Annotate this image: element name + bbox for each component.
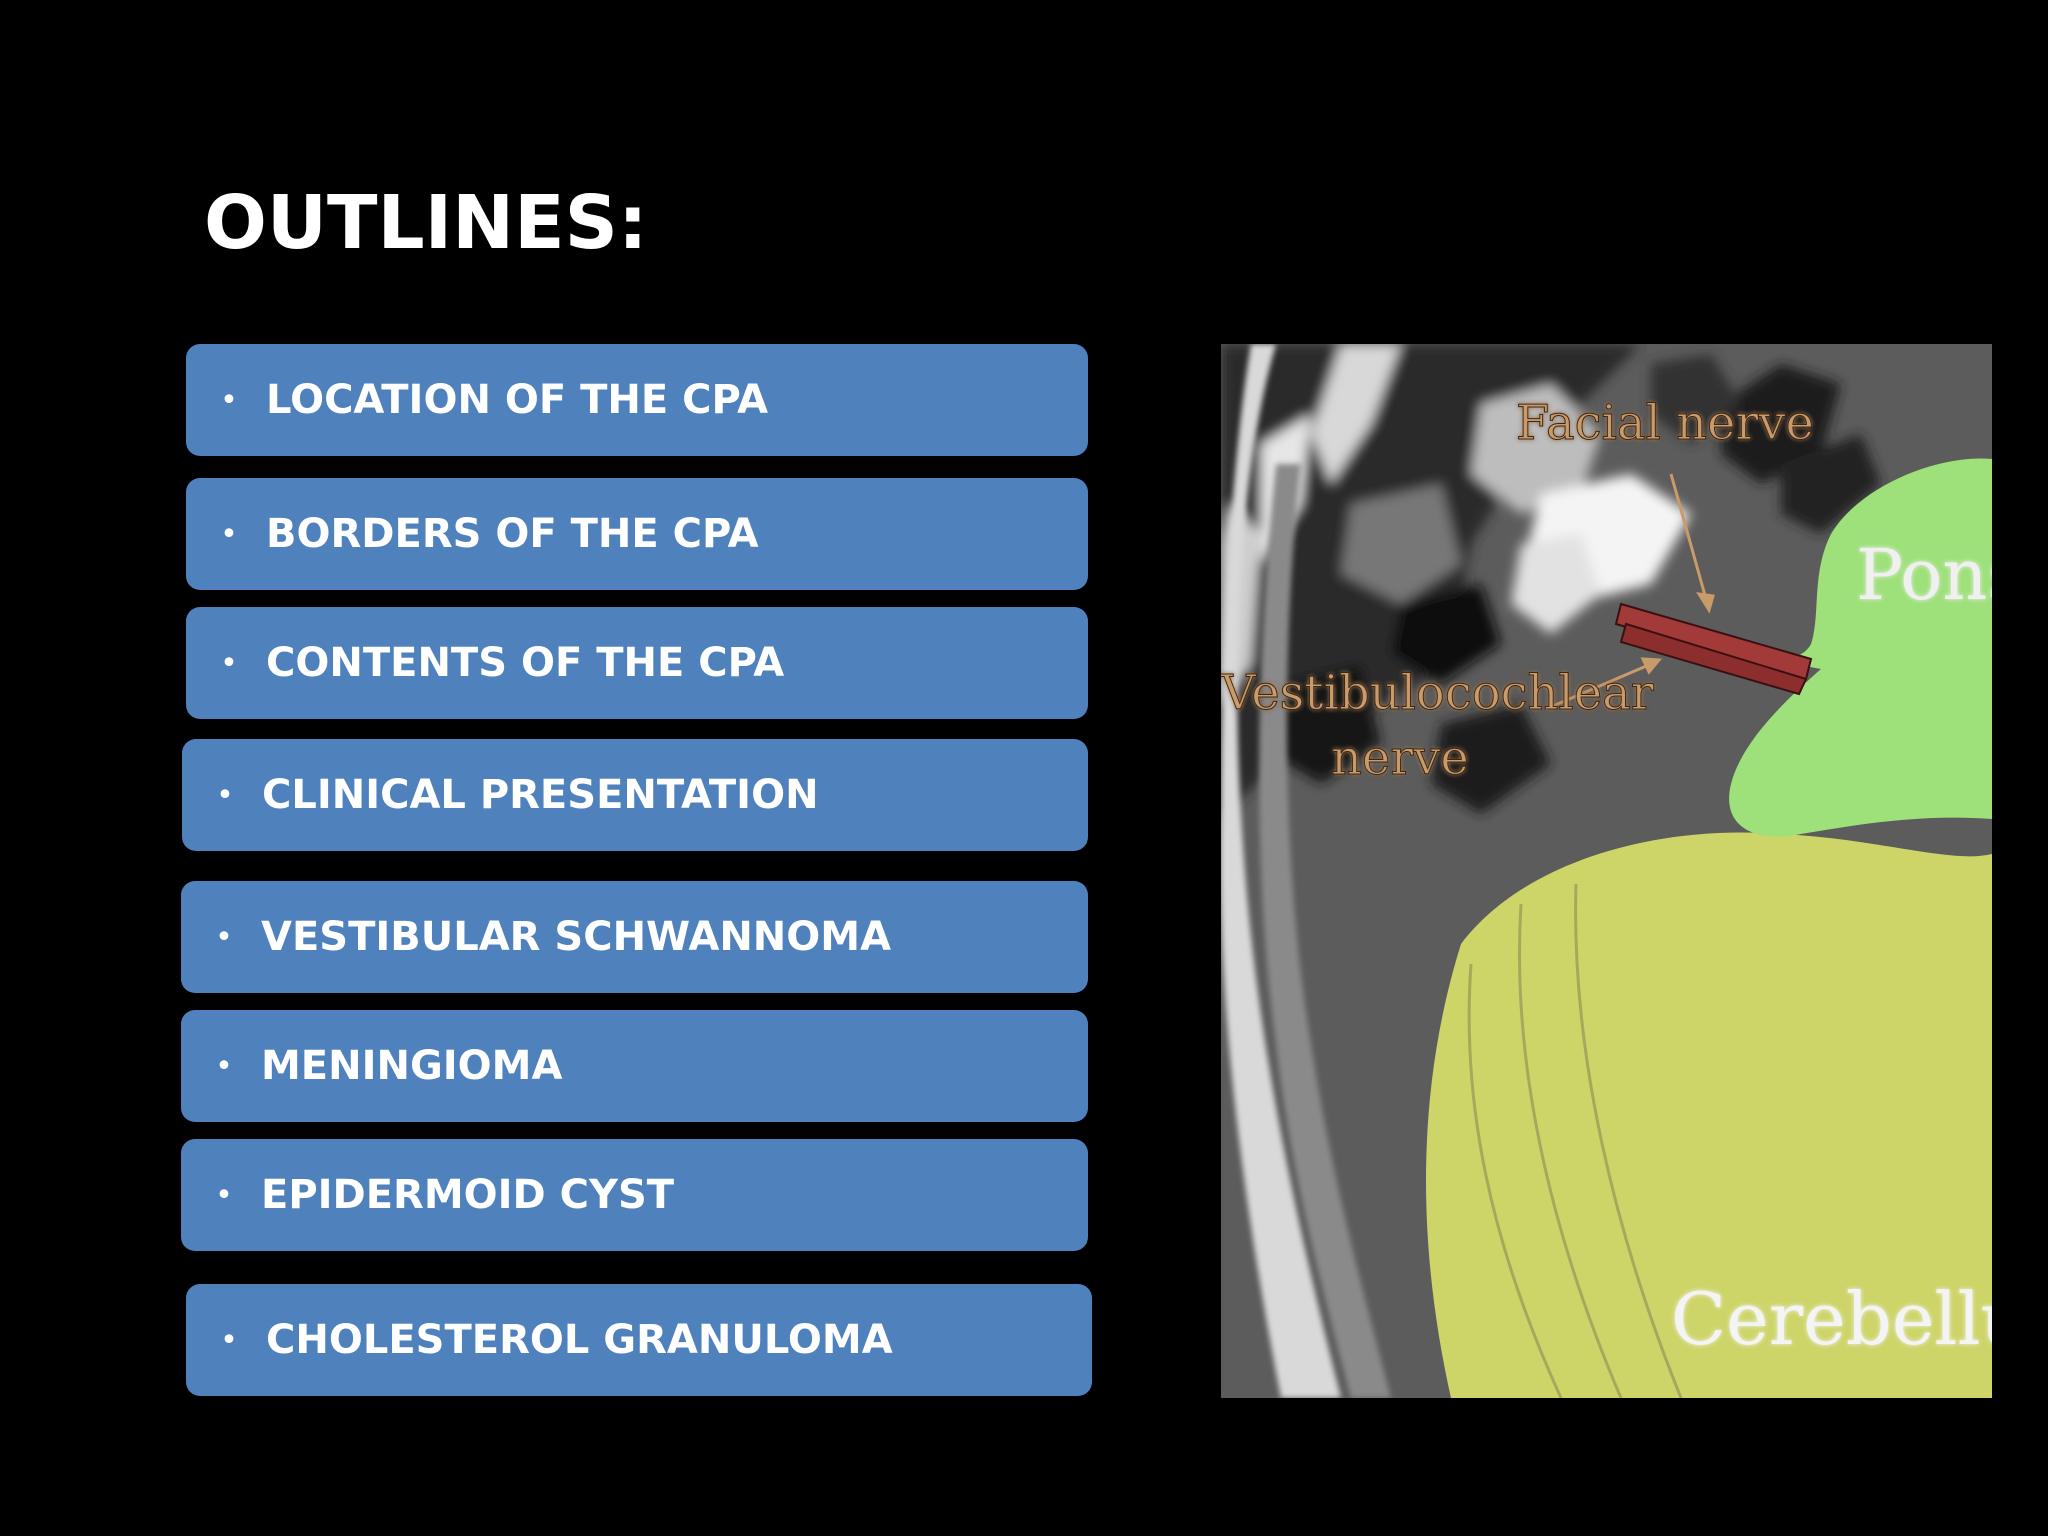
pons-label: Pons	[1856, 534, 1992, 616]
cpa-anatomy-figure: Facial nerve Pons Vestibulocochlear nerv…	[1221, 344, 1992, 1398]
outline-item-label: VESTIBULAR SCHWANNOMA	[261, 914, 892, 960]
facial-nerve-label: Facial nerve	[1516, 395, 1814, 451]
outline-item-label: LOCATION OF THE CPA	[266, 377, 769, 423]
bullet-icon: •	[215, 919, 233, 955]
nerve-bundle	[1614, 602, 1813, 696]
inner-bone-strip	[1259, 464, 1391, 1398]
bullet-icon: •	[220, 382, 238, 418]
outline-item-label: CLINICAL PRESENTATION	[262, 772, 819, 818]
bullet-icon: •	[220, 1322, 238, 1358]
outline-item-meningioma: • MENINGIOMA	[181, 1010, 1088, 1122]
skull-bone-strip	[1221, 344, 1341, 1398]
bullet-icon: •	[215, 1177, 233, 1213]
outline-item-contents: • CONTENTS OF THE CPA	[186, 607, 1088, 719]
outline-list: • LOCATION OF THE CPA • BORDERS OF THE C…	[181, 344, 1092, 1396]
outline-item-label: BORDERS OF THE CPA	[266, 511, 759, 557]
outline-item-cholesterol: • CHOLESTEROL GRANULOMA	[186, 1284, 1092, 1396]
vestibulocochlear-label: Vestibulocochlear	[1221, 665, 1654, 721]
outline-item-label: EPIDERMOID CYST	[261, 1172, 675, 1218]
cpa-anatomy-illustration: Facial nerve Pons Vestibulocochlear nerv…	[1221, 344, 1992, 1398]
outline-item-vestibular: • VESTIBULAR SCHWANNOMA	[181, 881, 1088, 993]
outline-item-label: CHOLESTEROL GRANULOMA	[266, 1317, 893, 1363]
temporal-bone	[1221, 344, 1881, 814]
label-arrows	[1545, 473, 1715, 711]
slide-title: OUTLINES:	[204, 180, 648, 266]
bullet-icon: •	[215, 1048, 233, 1084]
outline-item-epidermoid: • EPIDERMOID CYST	[181, 1139, 1088, 1251]
bullet-icon: •	[216, 777, 234, 813]
bullet-icon: •	[220, 516, 238, 552]
outline-item-label: CONTENTS OF THE CPA	[266, 640, 785, 686]
nerve-label: nerve	[1331, 730, 1469, 786]
outline-item-location: • LOCATION OF THE CPA	[186, 344, 1088, 456]
bullet-icon: •	[220, 645, 238, 681]
outline-item-borders: • BORDERS OF THE CPA	[186, 478, 1088, 590]
pons-shape	[1729, 458, 1992, 837]
outline-item-clinical: • CLINICAL PRESENTATION	[182, 739, 1088, 851]
outline-item-label: MENINGIOMA	[261, 1043, 563, 1089]
cerebellum-label: Cerebellum	[1671, 1277, 1992, 1361]
